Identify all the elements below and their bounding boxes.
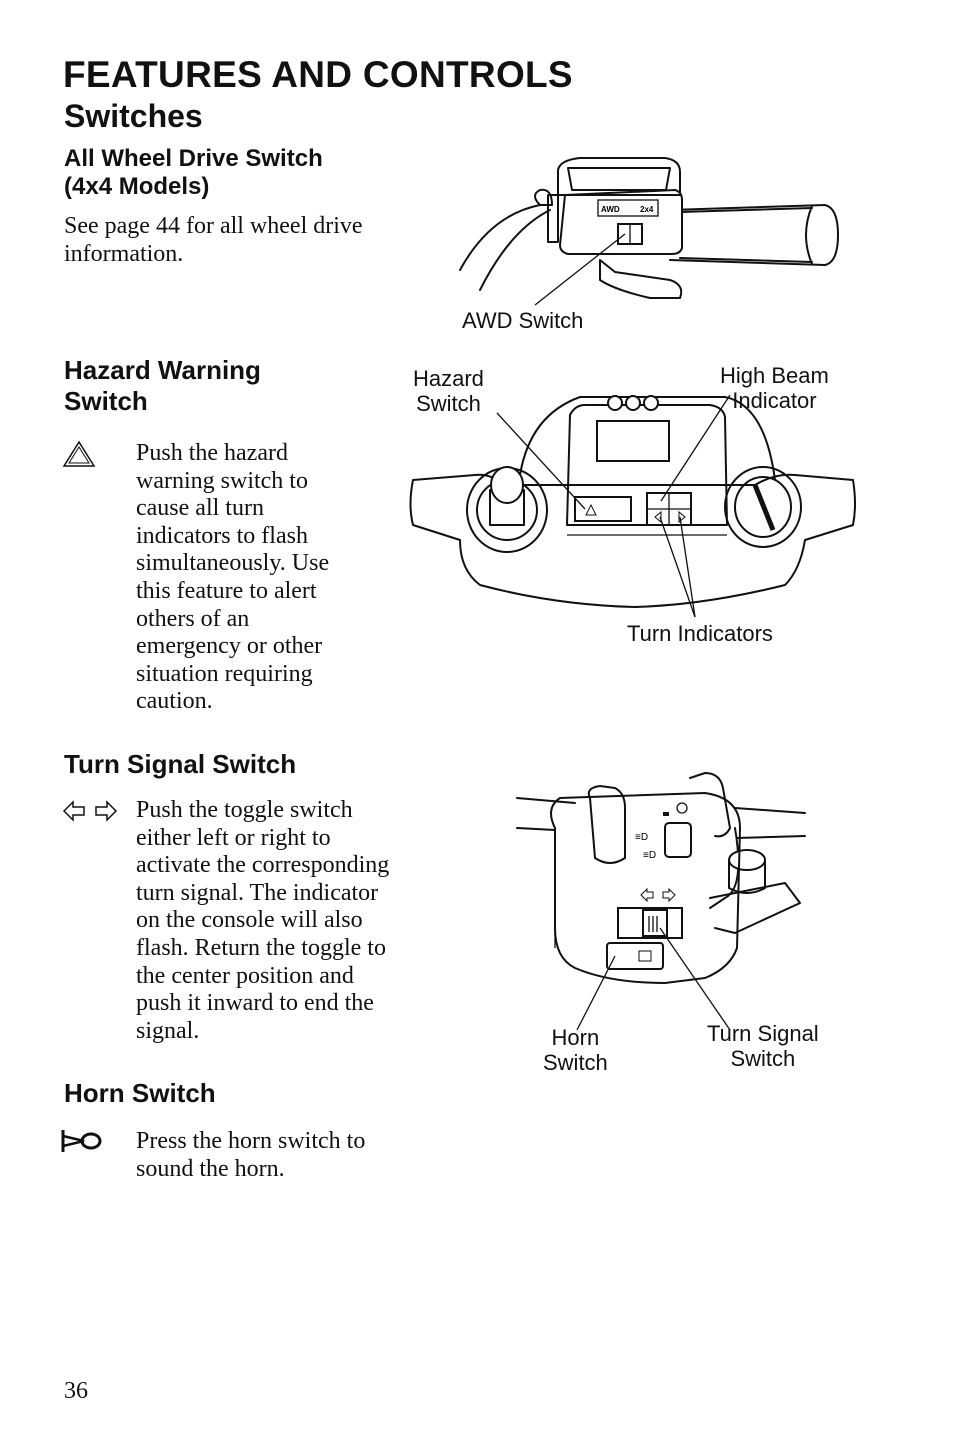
turn-signal-heading: Turn Signal Switch bbox=[64, 749, 297, 779]
awd-body-line2: information. bbox=[64, 240, 184, 267]
horn-body: Press the horn switch to sound the horn. bbox=[136, 1128, 365, 1183]
hazard-line: warning switch to bbox=[136, 467, 308, 494]
hazard-switch-callout-l1: Hazard bbox=[413, 366, 484, 391]
svg-text:≡D: ≡D bbox=[635, 832, 648, 843]
turn-line: signal. bbox=[136, 1017, 200, 1044]
horn-heading: Horn Switch bbox=[64, 1078, 216, 1108]
high-beam-callout: High Beam Indicator bbox=[720, 363, 829, 413]
awd-heading-line1: All Wheel Drive Switch bbox=[64, 145, 323, 172]
horn-switch-callout-l1: Horn bbox=[551, 1025, 600, 1050]
awd-switch-illustration: AWD 2x4 bbox=[459, 157, 839, 306]
horn-icon bbox=[61, 1130, 102, 1152]
section-title: Switches bbox=[64, 98, 203, 134]
switch-pod-illustration: ≡D ≡D bbox=[516, 772, 806, 1031]
horn-line: Press the horn switch to bbox=[136, 1128, 366, 1154]
hazard-line: emergency or other bbox=[136, 633, 323, 660]
page-title: FEATURES AND CONTROLS bbox=[63, 54, 573, 95]
awd-body: See page 44 for all wheel drive informat… bbox=[64, 213, 363, 268]
turn-line: on the console will also bbox=[136, 907, 363, 934]
horn-line: sound the horn. bbox=[136, 1155, 285, 1182]
turn-line: turn signal. The indicator bbox=[136, 879, 379, 906]
turn-line: activate the corresponding bbox=[136, 852, 390, 879]
hazard-line: Push the hazard bbox=[136, 440, 288, 466]
hazard-line: indicators to flash bbox=[136, 522, 308, 549]
turn-signal-body: Push the toggle switch either left or ri… bbox=[136, 797, 389, 1045]
horn-switch-callout-l2: Switch bbox=[543, 1050, 608, 1075]
hazard-heading-line2: Switch bbox=[64, 386, 148, 416]
hazard-heading-line1: Hazard Warning bbox=[64, 355, 261, 385]
turn-signal-callout-l2: Switch bbox=[730, 1046, 796, 1071]
turn-line: flash. Return the toggle to bbox=[136, 934, 386, 961]
turn-line: push it inward to end the bbox=[136, 990, 374, 1017]
awd-switch-callout: AWD Switch bbox=[462, 308, 584, 333]
turn-line: either left or right to bbox=[136, 824, 331, 851]
warning-triangle-icon bbox=[62, 440, 96, 467]
hazard-line: situation requiring bbox=[136, 660, 313, 687]
awd-heading: All Wheel Drive Switch (4x4 Models) bbox=[64, 145, 323, 201]
awd-switch-label-right: 2x4 bbox=[640, 205, 654, 214]
hazard-switch-callout: Hazard Switch bbox=[413, 366, 484, 416]
console-illustration bbox=[409, 394, 856, 618]
high-beam-callout-l2: Indicator bbox=[732, 388, 817, 413]
horn-switch-callout: Horn Switch bbox=[543, 1025, 608, 1075]
hazard-line: caution. bbox=[136, 688, 213, 715]
hazard-line: this feature to alert bbox=[136, 577, 317, 604]
high-beam-callout-l1: High Beam bbox=[720, 363, 829, 388]
svg-text:≡D: ≡D bbox=[643, 850, 656, 861]
turn-signal-callout-l1: Turn Signal bbox=[707, 1021, 819, 1046]
turn-indicators-callout: Turn Indicators bbox=[627, 621, 773, 646]
hazard-line: others of an bbox=[136, 605, 250, 632]
hazard-heading: Hazard Warning Switch bbox=[64, 355, 261, 417]
turn-arrows-icon bbox=[62, 800, 118, 822]
page-number: 36 bbox=[64, 1378, 88, 1404]
hazard-line: cause all turn bbox=[136, 495, 264, 522]
turn-line: Push the toggle switch bbox=[136, 797, 353, 823]
turn-signal-switch-callout: Turn Signal Switch bbox=[707, 1021, 819, 1071]
turn-line: the center position and bbox=[136, 962, 354, 989]
hazard-body: Push the hazard warning switch to cause … bbox=[136, 440, 329, 716]
awd-switch-label-left: AWD bbox=[601, 205, 620, 214]
awd-body-line1: See page 44 for all wheel drive bbox=[64, 213, 363, 239]
hazard-line: simultaneously. Use bbox=[136, 550, 330, 577]
awd-heading-line2: (4x4 Models) bbox=[64, 173, 210, 200]
hazard-switch-callout-l2: Switch bbox=[416, 391, 481, 416]
